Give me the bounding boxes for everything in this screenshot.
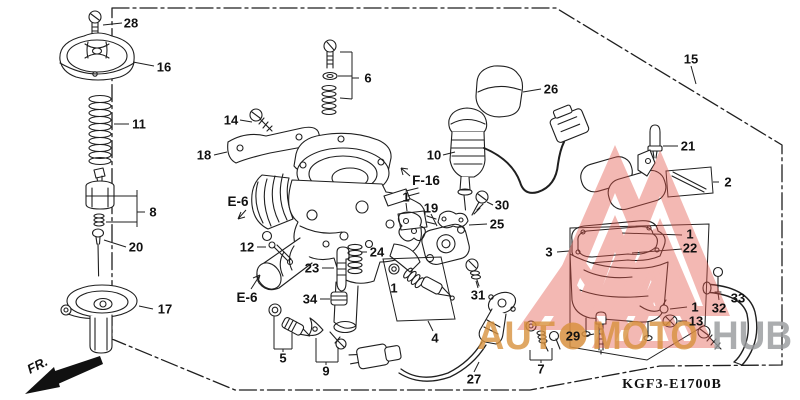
- part-label-32: 32: [712, 301, 726, 316]
- page-refs-layer: E-6E-6F-16: [227, 173, 440, 305]
- part-diaphragm-17: [60, 284, 138, 354]
- part-float-2: [580, 149, 707, 211]
- part-chamber-cover-16: [59, 32, 135, 81]
- watermark-triangle: [590, 150, 730, 316]
- part-label-15: 15: [684, 52, 698, 67]
- part-screw-set-6: [321, 39, 338, 116]
- part-label-13: 13: [689, 314, 703, 329]
- watermark-text-segment: HUB: [712, 314, 792, 358]
- part-label-22: 22: [683, 241, 697, 256]
- part-label-14: 14: [224, 113, 239, 128]
- watermark-text: AUT MOTO HUB: [477, 314, 792, 358]
- part-bystarter-connector: [549, 104, 590, 143]
- part-link-12: [261, 230, 294, 266]
- part-label-1: 1: [686, 227, 693, 242]
- part-pin-32: [712, 266, 724, 293]
- part-label-19: 19: [424, 201, 438, 216]
- watermark-triangle: [592, 228, 716, 348]
- part-cable-connector: [348, 343, 402, 370]
- watermark-disc: [559, 322, 587, 350]
- watermark-triangle: [517, 247, 633, 330]
- leader-lines: [102, 22, 720, 373]
- part-label-24: 24: [370, 245, 385, 260]
- watermark-logo: AUT MOTO HUB: [477, 145, 792, 358]
- watermark-text-segment: MOTO: [592, 314, 698, 358]
- part-label-2: 2: [724, 175, 731, 190]
- page-ref-E-6: E-6: [227, 194, 249, 209]
- part-label-6: 6: [364, 71, 371, 86]
- part-choke-cable-27: [348, 291, 517, 382]
- part-spring-24: [347, 243, 363, 275]
- part-label-3: 3: [545, 245, 552, 260]
- diagram-code: KGF3-E1700B: [622, 377, 722, 392]
- part-screw-30: [471, 190, 489, 216]
- part-label-1: 1: [390, 281, 397, 296]
- part-label-16: 16: [157, 60, 171, 75]
- part-label-31: 31: [471, 288, 485, 303]
- part-clip-9: [308, 317, 347, 350]
- diagram-border: [111, 7, 783, 391]
- part-screw-13: [659, 304, 722, 350]
- part-label-20: 20: [129, 240, 143, 255]
- part-jet-needle-20: [91, 228, 105, 277]
- part-label-30: 30: [495, 198, 509, 213]
- watermark-triangle: [547, 282, 603, 327]
- part-label-1: 1: [402, 190, 409, 205]
- part-joint-gasket-1: [397, 211, 426, 242]
- part-label-21: 21: [681, 139, 695, 154]
- part-label-4: 4: [431, 331, 439, 346]
- part-label-28: 28: [124, 16, 138, 31]
- watermark-triangle: [622, 276, 686, 345]
- part-label-12: 12: [240, 240, 254, 255]
- part-screw-28: [88, 10, 102, 41]
- part-label-5: 5: [279, 351, 286, 366]
- part-nut-34: [330, 291, 348, 306]
- part-screws-7: [525, 320, 561, 352]
- part-cap-26: [475, 65, 524, 118]
- bracket-boxes: [106, 51, 719, 365]
- part-label-18: 18: [197, 148, 211, 163]
- part-label-1: 1: [691, 300, 698, 315]
- watermark-text-segment: AUT: [477, 314, 555, 358]
- part-pump-set-4: [388, 263, 455, 301]
- part-spring-11: [88, 94, 112, 166]
- page-ref-F-16: F-16: [412, 173, 440, 188]
- part-bulb-21: [647, 124, 663, 159]
- part-pump-body-19: [421, 223, 470, 266]
- part-label-33: 33: [731, 291, 745, 306]
- part-label-25: 25: [490, 217, 504, 232]
- part-label-23: 23: [305, 261, 319, 276]
- front-direction-arrow: [25, 356, 103, 394]
- part-label-10: 10: [427, 148, 441, 163]
- part-label-27: 27: [467, 372, 481, 387]
- part-screw-31: [465, 258, 482, 287]
- part-label-17: 17: [158, 302, 172, 317]
- watermark-triangle: [540, 145, 690, 316]
- part-drain-screw-29: [595, 311, 607, 355]
- part-idle-screw-5: [268, 303, 311, 337]
- part-gasket-25: [437, 210, 469, 229]
- part-label-34: 34: [303, 292, 318, 307]
- part-label-26: 26: [544, 82, 558, 97]
- part-label-9: 9: [322, 364, 329, 379]
- part-label-11: 11: [132, 117, 146, 132]
- part-label-29: 29: [566, 329, 580, 344]
- page-ref-E-6: E-6: [236, 290, 258, 305]
- part-plunger-23: [336, 246, 350, 292]
- front-marker-label: FR.: [25, 354, 50, 377]
- part-label-8: 8: [149, 205, 156, 220]
- part-label-7: 7: [537, 362, 544, 377]
- part-hose-33: [702, 281, 758, 366]
- art-layer: [59, 10, 758, 382]
- part-needle-holder-8: [85, 167, 115, 227]
- watermark-triangle: [620, 218, 700, 312]
- watermark-triangle: [573, 215, 657, 312]
- part-screw-14: [249, 108, 273, 132]
- part-bystarter-10: [448, 104, 590, 211]
- part-labels-layer: 2816118201714186122324345914311925301012…: [124, 16, 745, 387]
- part-float-chamber: [569, 253, 669, 342]
